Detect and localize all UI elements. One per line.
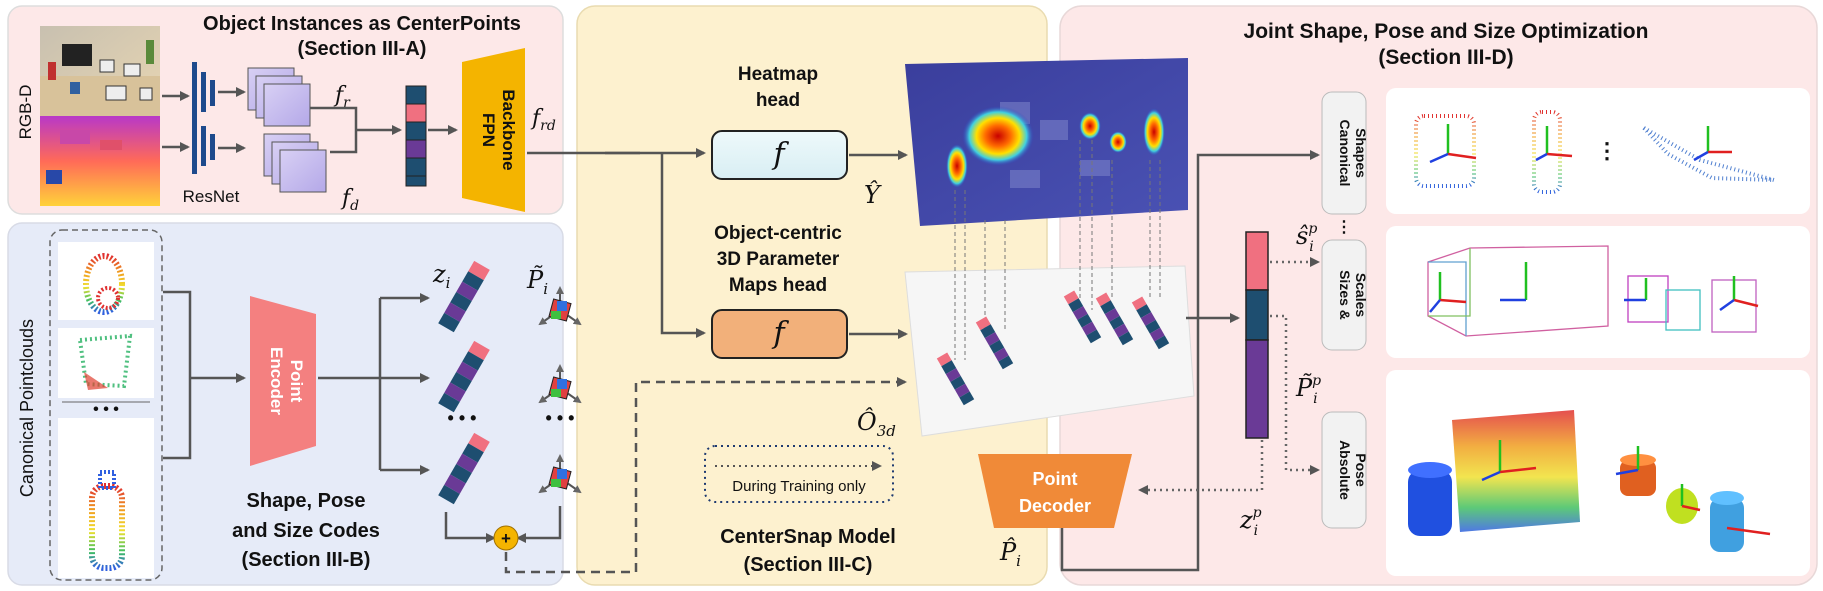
panel-d-title-line1: Joint Shape, Pose and Size Optimization bbox=[1244, 20, 1649, 43]
zi-label: zi bbox=[432, 260, 451, 292]
param-vector-4 bbox=[1095, 292, 1134, 346]
heatmap-title-line2: head bbox=[756, 90, 800, 111]
pointcloud-mug bbox=[83, 253, 125, 315]
feature-map-rgb bbox=[247, 67, 311, 127]
panel-a-title-line2: (Section III-A) bbox=[298, 38, 427, 60]
canonical-shapes-dots: ⋮ bbox=[1596, 138, 1618, 163]
feature-vector-a bbox=[405, 85, 427, 187]
svg-text:FPN: FPN bbox=[479, 113, 498, 147]
heatmap-scene-image bbox=[905, 58, 1188, 226]
point-decoder: Point Decoder bbox=[978, 454, 1132, 528]
yhat-label: Ŷ bbox=[864, 180, 882, 209]
svg-text:Point: Point bbox=[1033, 469, 1078, 489]
heatmap-title-line1: Heatmap bbox=[738, 64, 818, 85]
sum-node bbox=[493, 525, 519, 551]
heatmap-head: f bbox=[711, 130, 848, 180]
param-vector-3 bbox=[1063, 290, 1102, 344]
svg-text:Point: Point bbox=[287, 360, 306, 403]
canonical-shape-mug bbox=[1414, 114, 1477, 188]
svg-text:Absolute: Absolute bbox=[1337, 440, 1353, 500]
svg-text:Canonical: Canonical bbox=[1337, 120, 1353, 187]
canonical-shape-bottle bbox=[1532, 110, 1573, 194]
result-sizes-scales bbox=[1386, 226, 1810, 358]
tab-sizes-scales: Sizes & Scales bbox=[1321, 239, 1369, 351]
point-encoder: Point Encoder bbox=[250, 296, 316, 466]
pi-label: P̃i bbox=[526, 266, 548, 298]
svg-text:Sizes &: Sizes & bbox=[1337, 270, 1353, 320]
param-vector-1 bbox=[936, 352, 975, 406]
svg-text:Decoder: Decoder bbox=[1019, 496, 1091, 516]
rgb-image bbox=[40, 26, 160, 116]
depth-image bbox=[40, 116, 160, 206]
latent-vector-d bbox=[1245, 231, 1269, 439]
tab-separator-dots: ⋮ bbox=[1336, 219, 1352, 236]
svg-text:Encoder: Encoder bbox=[267, 347, 286, 415]
param-title-line2: 3D Parameter bbox=[717, 249, 840, 270]
correspondence-lines bbox=[954, 140, 1161, 360]
param-vector-5 bbox=[1131, 296, 1170, 350]
pose-cube-2 bbox=[538, 364, 582, 404]
shape-code-vector-2 bbox=[438, 340, 490, 413]
panel-a-title-line1: Object Instances as CenterPoints bbox=[203, 13, 521, 35]
result-canonical-shapes bbox=[1386, 88, 1810, 214]
pose-cube-1 bbox=[538, 286, 582, 326]
param-title-line1: Object-centric bbox=[714, 223, 842, 244]
svg-text:Scales: Scales bbox=[1353, 273, 1369, 318]
param-maps-head: f bbox=[711, 309, 848, 359]
panel-c-caption-line1: CenterSnap Model bbox=[720, 526, 896, 548]
o3d-label: Ô3d bbox=[857, 407, 896, 440]
panel-b-caption-line3: (Section III-B) bbox=[242, 549, 371, 571]
training-only-legend bbox=[704, 445, 894, 503]
panel-b-caption-line2: and Size Codes bbox=[232, 520, 380, 542]
shape-code-vector-1 bbox=[438, 260, 490, 333]
param-title-line3: Maps head bbox=[729, 275, 827, 296]
panel-d-title-line2: (Section III-D) bbox=[1378, 46, 1513, 69]
canonical-pointclouds-label: Canonical Pointclouds bbox=[17, 319, 37, 497]
size-box-large bbox=[1427, 245, 1609, 337]
pose-objects-right bbox=[1615, 446, 1771, 552]
canonical-shape-laptop bbox=[1642, 126, 1775, 182]
pose-cube-3 bbox=[538, 454, 582, 494]
tab-absolute-pose: Absolute Pose bbox=[1321, 411, 1369, 529]
pointcloud-bottle bbox=[89, 470, 125, 571]
sum-symbol: + bbox=[501, 529, 511, 548]
svg-text:Pose: Pose bbox=[1353, 453, 1369, 487]
svg-text:Backbone: Backbone bbox=[499, 89, 518, 170]
panel-b-caption-line1: Shape, Pose bbox=[247, 490, 366, 512]
pose-dots: • • • bbox=[546, 408, 575, 428]
shape-code-dots: • • • bbox=[448, 408, 477, 428]
svg-text:Shapes: Shapes bbox=[1353, 128, 1369, 178]
param-vector-2 bbox=[975, 316, 1014, 370]
phat-label: P̂i bbox=[999, 538, 1021, 570]
panel-c-caption-line2: (Section III-C) bbox=[744, 554, 873, 576]
feature-map-depth bbox=[263, 133, 327, 193]
size-box-small-group bbox=[1624, 275, 1759, 333]
fpn-backbone: FPN Backbone bbox=[462, 48, 525, 212]
tab-canonical-shapes: Canonical Shapes bbox=[1321, 91, 1369, 215]
pointcloud-dots: • • • bbox=[93, 401, 119, 418]
pointcloud-group-frame bbox=[49, 229, 163, 581]
pointcloud-laptop bbox=[77, 333, 133, 390]
resnet-label: ResNet bbox=[183, 187, 240, 206]
pose-mug-cloud-left bbox=[1408, 462, 1452, 536]
training-only-label: During Training only bbox=[732, 478, 866, 495]
rgbd-label: RGB-D bbox=[16, 85, 35, 140]
pose-laptop-cloud bbox=[1452, 410, 1580, 532]
resnet-block bbox=[192, 62, 215, 174]
shape-code-vector-3 bbox=[438, 432, 490, 505]
training-dashed-path bbox=[504, 377, 907, 574]
